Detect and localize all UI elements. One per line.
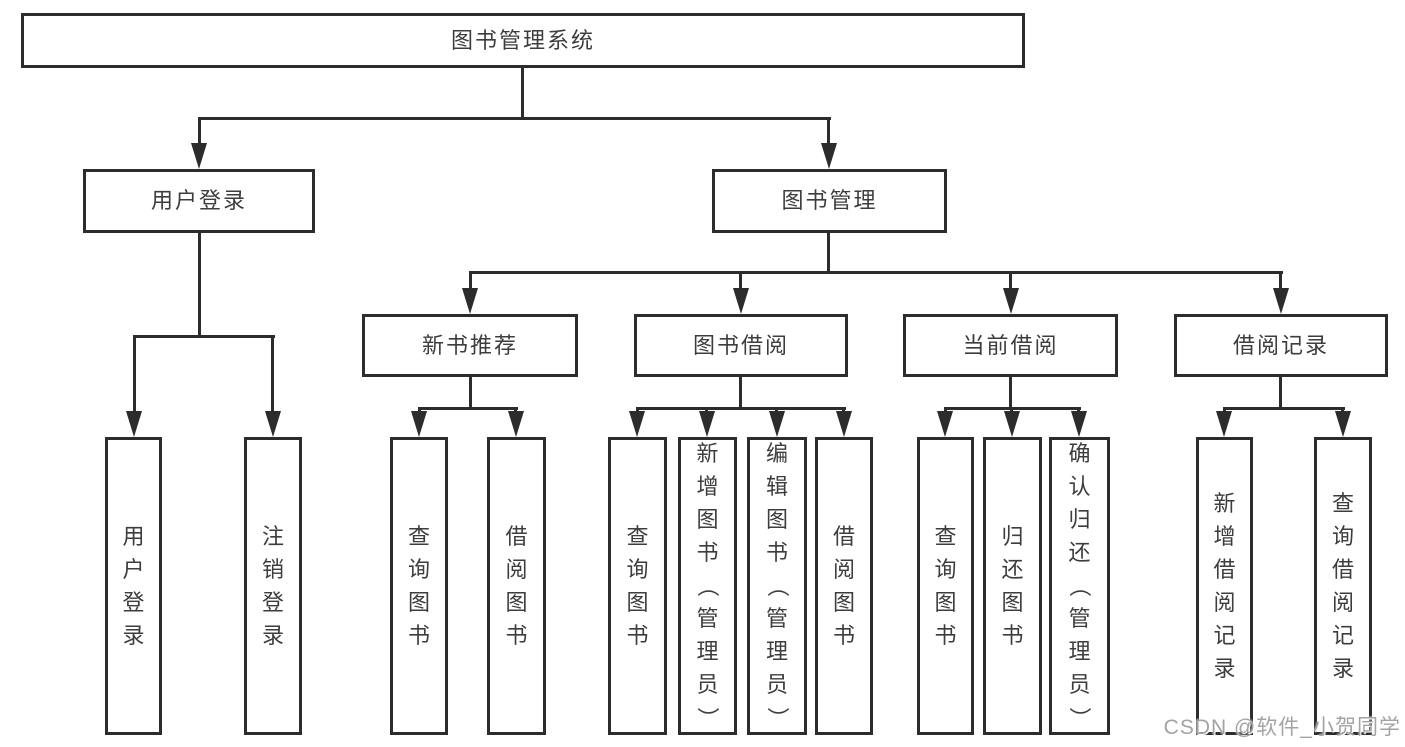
watermark: CSDN @软件_小贺同学 [1163, 716, 1401, 739]
node-label: 查询图书 [626, 523, 649, 648]
connector-line [1223, 407, 1345, 410]
arrow-down-icon [191, 143, 207, 169]
connector-line [133, 335, 136, 413]
arrow-down-icon [462, 288, 478, 314]
arrow-down-icon [1003, 288, 1019, 314]
connector-line [469, 271, 1283, 274]
connector-line [469, 377, 472, 409]
node-leaf-borrow-books-1: 借阅图书 [487, 437, 546, 735]
node-leaf-user-login: 用户登录 [105, 437, 162, 735]
connector-line [418, 407, 518, 410]
node-label: 借阅记录 [1232, 332, 1329, 358]
node-root: 图书管理系统 [21, 13, 1025, 68]
connector-line [827, 117, 830, 145]
connector-line [1009, 377, 1012, 409]
arrow-down-icon [629, 411, 645, 437]
node-book-mgmt: 图书管理 [712, 169, 947, 233]
node-leaf-query-books-3: 查询图书 [917, 437, 974, 735]
arrow-down-icon [265, 411, 281, 437]
arrow-down-icon [1335, 411, 1351, 437]
connector-line [198, 233, 201, 338]
arrow-down-icon [937, 411, 953, 437]
arrow-down-icon [1071, 411, 1087, 437]
node-leaf-query-books-2: 查询图书 [608, 437, 667, 735]
node-leaf-add-books: 新增图书（管理员） [678, 437, 737, 735]
node-label: 借阅图书 [505, 523, 528, 648]
node-leaf-borrow-books-2: 借阅图书 [815, 437, 873, 735]
node-label: 用户登录 [122, 523, 145, 648]
connector-line [636, 407, 846, 410]
connector-line [271, 335, 274, 413]
connector-line [1279, 271, 1282, 290]
node-label: 查询图书 [407, 523, 430, 648]
node-user-login: 用户登录 [83, 169, 315, 233]
connector-line [1009, 271, 1012, 290]
arrow-down-icon [411, 411, 427, 437]
connector-line [739, 377, 742, 409]
node-leaf-logout: 注销登录 [244, 437, 302, 735]
arrow-down-icon [836, 411, 852, 437]
connector-line [1279, 377, 1282, 409]
node-leaf-return-books: 归还图书 [983, 437, 1042, 735]
node-book-borrow: 图书借阅 [634, 314, 848, 377]
connector-line [521, 68, 524, 119]
node-label: 归还图书 [1001, 523, 1024, 648]
connector-line [469, 271, 472, 290]
connector-line [198, 117, 831, 120]
arrow-down-icon [733, 288, 749, 314]
node-label: 确认归还（管理员） [1067, 441, 1093, 730]
node-label: 查询图书 [934, 523, 957, 648]
node-label: 借阅图书 [832, 523, 855, 648]
connector-line [827, 233, 830, 274]
node-label: 当前借阅 [962, 332, 1059, 358]
arrow-down-icon [1004, 411, 1020, 437]
node-label: 编辑图书（管理员） [764, 441, 790, 730]
connector-line [198, 117, 201, 145]
node-new-books: 新书推荐 [362, 314, 578, 377]
node-leaf-query-books-1: 查询图书 [390, 437, 448, 735]
arrow-down-icon [699, 411, 715, 437]
node-current-borrow: 当前借阅 [903, 314, 1118, 377]
node-label: 注销登录 [261, 523, 284, 648]
node-label: 图书管理 [781, 188, 878, 213]
node-leaf-add-record: 新增借阅记录 [1196, 437, 1253, 735]
node-label: 新增借阅记录 [1213, 490, 1236, 681]
node-label: 新增图书（管理员） [695, 441, 721, 730]
arrow-down-icon [508, 411, 524, 437]
node-leaf-edit-books: 编辑图书（管理员） [747, 437, 807, 735]
node-label: 新书推荐 [421, 332, 518, 358]
node-label: 图书借阅 [692, 332, 789, 358]
arrow-down-icon [769, 411, 785, 437]
node-leaf-confirm-return: 确认归还（管理员） [1049, 437, 1110, 735]
node-label: 图书管理系统 [450, 27, 595, 53]
connector-line [133, 335, 275, 338]
node-borrow-records: 借阅记录 [1174, 314, 1388, 377]
node-label: 查询借阅记录 [1331, 490, 1354, 681]
arrow-down-icon [1216, 411, 1232, 437]
connector-line [739, 271, 742, 290]
arrow-down-icon [821, 143, 837, 169]
node-leaf-query-record: 查询借阅记录 [1314, 437, 1372, 735]
arrow-down-icon [126, 411, 142, 437]
node-label: 用户登录 [150, 188, 247, 213]
arrow-down-icon [1273, 288, 1289, 314]
